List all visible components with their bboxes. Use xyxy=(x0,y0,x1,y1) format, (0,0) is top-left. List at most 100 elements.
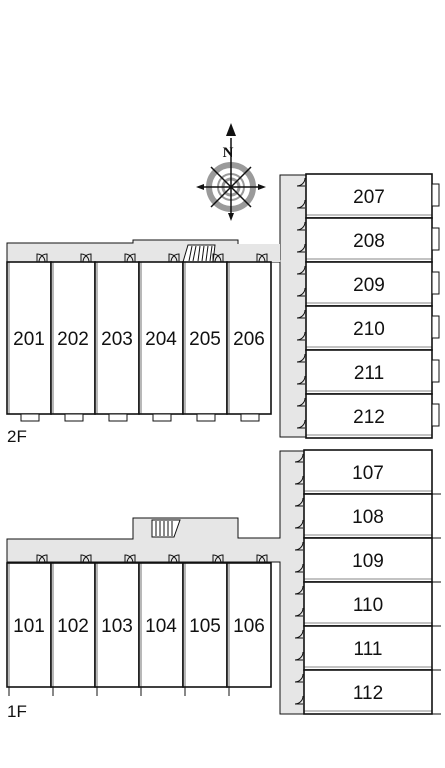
door-icon xyxy=(296,397,306,407)
floor-2: 201 202 203 204 205 206 207 208 209 210 211 212 2F xyxy=(6,173,440,446)
unit-number: 101 xyxy=(13,616,45,637)
door-icon xyxy=(296,221,306,231)
door-icon xyxy=(214,554,224,564)
compass-rose-icon xyxy=(196,123,266,221)
floor-1-row-doors xyxy=(36,554,268,564)
floor-1-unit-111: 111 xyxy=(303,625,441,671)
unit-number: 102 xyxy=(57,616,89,637)
floor-1-unit-110: 110 xyxy=(303,581,441,627)
unit-number: 205 xyxy=(189,329,221,350)
floor-2-unit-210: 210 xyxy=(305,305,440,351)
door-icon xyxy=(294,585,304,595)
floor-2-corridor xyxy=(6,174,307,438)
door-icon xyxy=(296,353,306,363)
door-icon xyxy=(38,554,48,564)
unit-number: 110 xyxy=(353,595,383,616)
door-icon xyxy=(294,563,304,573)
floor-1-unit-107: 107 xyxy=(303,449,441,495)
door-icon xyxy=(294,607,304,617)
door-icon xyxy=(294,673,304,683)
door-icon xyxy=(170,253,180,263)
floor-2-unit-203: 203 xyxy=(94,261,140,422)
door-icon xyxy=(170,554,180,564)
unit-number: 212 xyxy=(353,407,385,428)
door-icon xyxy=(38,253,48,263)
unit-number: 209 xyxy=(353,275,385,296)
door-icon xyxy=(294,497,304,507)
door-icon xyxy=(296,265,306,275)
unit-number: 109 xyxy=(352,551,384,572)
floor-2-row-units: 201 202 203 204 205 206 xyxy=(6,261,272,422)
floor-1-unit-103: 103 xyxy=(94,562,140,696)
floor-1-column-doors xyxy=(294,453,304,705)
unit-number: 206 xyxy=(233,329,265,350)
compass: N xyxy=(196,123,266,221)
door-icon xyxy=(296,331,306,341)
floor-2-unit-204: 204 xyxy=(138,261,184,422)
unit-number: 210 xyxy=(353,319,385,340)
door-icon xyxy=(296,177,306,187)
floor-1-unit-112: 112 xyxy=(303,669,441,715)
door-icon xyxy=(214,253,224,263)
door-icon xyxy=(296,243,306,253)
door-icon xyxy=(82,253,92,263)
door-icon xyxy=(296,419,306,429)
door-icon xyxy=(258,253,268,263)
door-icon xyxy=(126,554,136,564)
floor-2-unit-212: 212 xyxy=(305,393,440,439)
floor-2-label: 2F xyxy=(7,427,27,446)
floor-2-unit-207: 207 xyxy=(305,173,440,219)
floor-1-label: 1F xyxy=(7,702,27,721)
door-icon xyxy=(294,475,304,485)
floor-1-unit-109: 109 xyxy=(303,537,441,583)
door-icon xyxy=(258,554,268,564)
door-icon xyxy=(296,375,306,385)
unit-number: 106 xyxy=(233,616,265,637)
door-icon xyxy=(294,519,304,529)
floor-2-column-units: 207 208 209 210 211 212 xyxy=(305,173,440,439)
unit-number: 208 xyxy=(353,231,385,252)
floor-2-stairs-icon xyxy=(182,244,216,263)
floor-1-corridor xyxy=(6,450,305,715)
floor-2-unit-206: 206 xyxy=(226,261,272,422)
unit-number: 207 xyxy=(353,187,385,208)
floor-2-unit-202: 202 xyxy=(50,261,96,422)
floor-2-column-doors xyxy=(296,177,306,429)
floor-1-stairs-icon xyxy=(151,519,181,538)
floor-2-unit-208: 208 xyxy=(305,217,440,263)
door-icon xyxy=(296,199,306,209)
floor-1-unit-106: 106 xyxy=(226,562,272,696)
unit-number: 105 xyxy=(189,616,221,637)
unit-number: 204 xyxy=(145,329,177,350)
floor-2-unit-205: 205 xyxy=(182,261,228,422)
unit-number: 111 xyxy=(354,639,383,660)
unit-number: 112 xyxy=(353,683,383,704)
door-icon xyxy=(294,629,304,639)
floor-2-unit-211: 211 xyxy=(305,349,440,395)
unit-number: 202 xyxy=(57,329,89,350)
floor-1-unit-102: 102 xyxy=(50,562,96,696)
floor-2-row-doors xyxy=(36,253,268,263)
unit-number: 201 xyxy=(13,329,45,350)
floor-1-unit-105: 105 xyxy=(182,562,228,696)
door-icon xyxy=(126,253,136,263)
door-icon xyxy=(296,309,306,319)
door-icon xyxy=(82,554,92,564)
compass-north-label: N xyxy=(223,145,234,161)
door-icon xyxy=(296,287,306,297)
floor-2-corridor-fill xyxy=(8,244,280,262)
floor-1-column-units: 107 108 109 110 111 112 xyxy=(303,449,441,715)
door-icon xyxy=(294,651,304,661)
unit-number: 108 xyxy=(352,507,384,528)
floor-2-unit-201: 201 xyxy=(6,261,52,422)
unit-number: 203 xyxy=(101,329,133,350)
floor-1-unit-101: 101 xyxy=(6,562,52,696)
floor-1-unit-104: 104 xyxy=(138,562,184,696)
door-icon xyxy=(294,453,304,463)
floor-2-unit-209: 209 xyxy=(305,261,440,307)
unit-number: 104 xyxy=(145,616,177,637)
door-icon xyxy=(294,695,304,705)
